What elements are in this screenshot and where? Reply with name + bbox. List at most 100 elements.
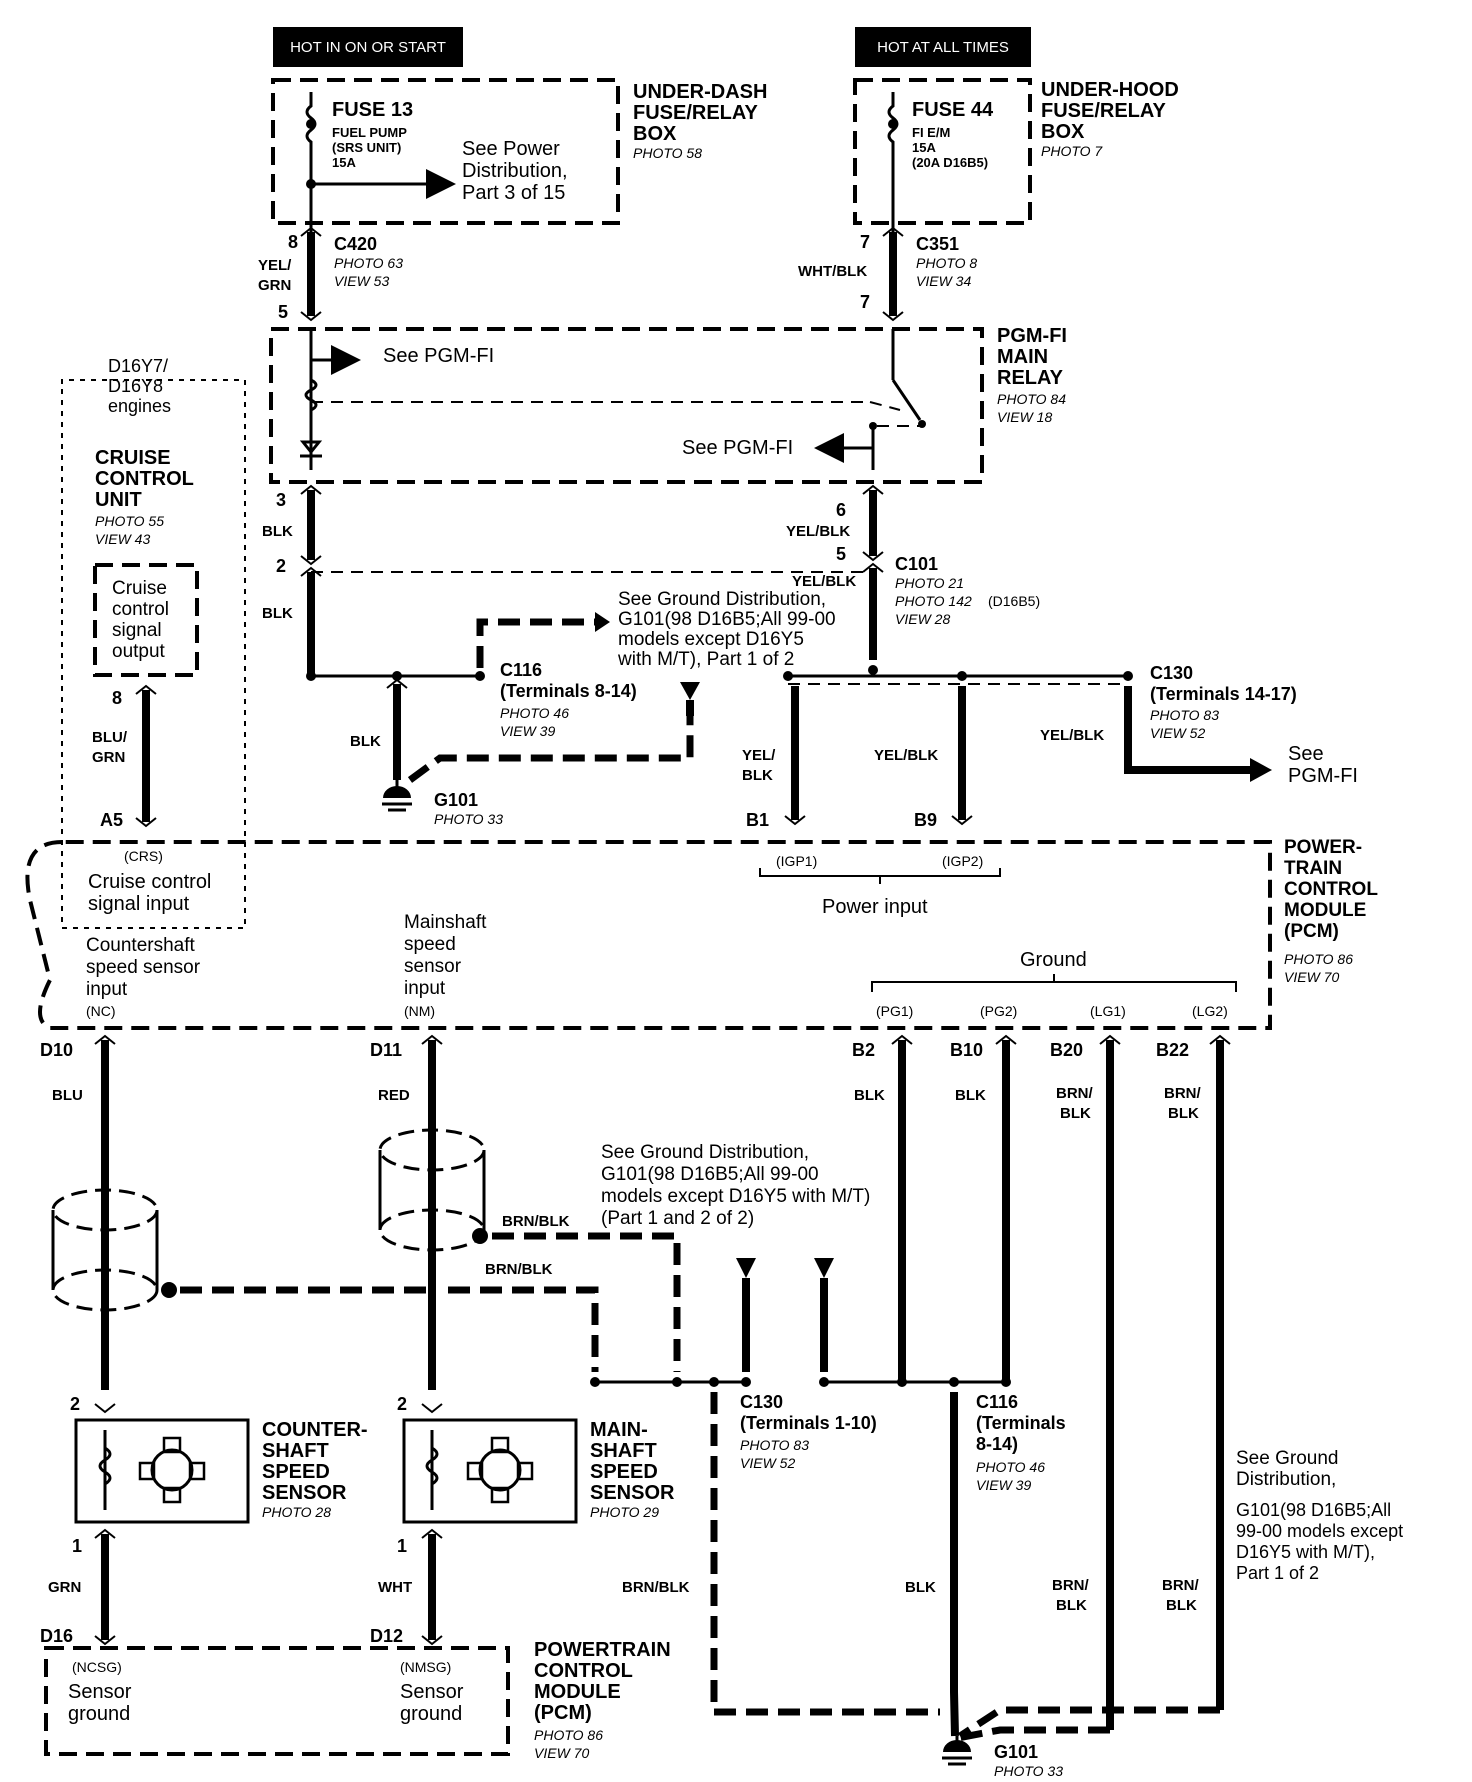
ncsg-label-1: Sensor bbox=[68, 1681, 132, 1703]
pcm-top-name-2: TRAIN bbox=[1284, 858, 1342, 879]
igp1-label: (IGP1) bbox=[776, 853, 817, 869]
c101-photo-2: PHOTO 142 bbox=[895, 593, 972, 609]
pcm-bottom-name-1: POWERTRAIN bbox=[534, 1639, 671, 1661]
b10-wire-color: BLK bbox=[955, 1087, 986, 1104]
ms-sensor-name-3: SPEED bbox=[590, 1461, 658, 1483]
c130-top-name: C130 bbox=[1150, 663, 1193, 683]
pcm-top-view: VIEW 70 bbox=[1284, 969, 1339, 985]
cruise-output-3: signal bbox=[112, 620, 162, 641]
cs-sensor-pin-bot: 1 bbox=[72, 1536, 82, 1556]
pcm-top-name-1: POWER- bbox=[1284, 837, 1362, 858]
b9-wire-color: YEL/BLK bbox=[874, 747, 938, 764]
ms-sensor-name-2: SHAFT bbox=[590, 1440, 657, 1462]
c116-top-view: VIEW 39 bbox=[500, 723, 555, 739]
ncsg-code: (NCSG) bbox=[72, 1659, 122, 1675]
pin-b2: B2 bbox=[852, 1040, 875, 1060]
ms-input-2: speed bbox=[404, 934, 456, 955]
cruise-output-box bbox=[93, 563, 199, 677]
c130-top-view: VIEW 52 bbox=[1150, 725, 1205, 741]
ground-note-mid-2: G101(98 D16B5;All 99-00 bbox=[601, 1164, 819, 1185]
d10-wire-color: BLU bbox=[52, 1087, 83, 1104]
b20-to-g101 bbox=[957, 1726, 1110, 1742]
ground-note-mid-4: (Part 1 and 2 of 2) bbox=[601, 1208, 754, 1229]
left-pin-2: 2 bbox=[276, 556, 286, 576]
cruise-crs: (CRS) bbox=[124, 848, 163, 864]
ground-note-right-4: 99-00 models except bbox=[1236, 1521, 1403, 1541]
c420-wire-color-2: GRN bbox=[258, 277, 291, 294]
c116-bot-terminals-2: 8-14) bbox=[976, 1434, 1018, 1454]
cruise-engines-3: engines bbox=[108, 396, 171, 416]
ground-note-right-5: D16Y5 with M/T), bbox=[1236, 1542, 1375, 1562]
nmsg-code: (NMSG) bbox=[400, 1659, 451, 1675]
pcm-bottom-view: VIEW 70 bbox=[534, 1745, 589, 1761]
cs-sensor-wire-color: GRN bbox=[48, 1579, 81, 1596]
c116-top-photo: PHOTO 46 bbox=[500, 705, 569, 721]
ground-note-right-1: See Ground bbox=[1236, 1448, 1338, 1469]
pcm-outline bbox=[25, 840, 1272, 1030]
hot-in-on-or-start-label: HOT IN ON OR START bbox=[290, 39, 446, 56]
pg2-code: (PG2) bbox=[980, 1003, 1017, 1019]
cs-input-code: (NC) bbox=[86, 1003, 116, 1019]
bottom-wire-4-1: BRN/ bbox=[1162, 1577, 1199, 1594]
ncsg-label-2: ground bbox=[68, 1703, 130, 1725]
ground-note-top-3: models except D16Y5 bbox=[618, 629, 804, 650]
underhood-photo: PHOTO 7 bbox=[1041, 143, 1103, 159]
cruise-pin-bot: A5 bbox=[100, 810, 123, 830]
c420-name: C420 bbox=[334, 234, 377, 254]
ground-label: Ground bbox=[1020, 949, 1087, 971]
underdash-name-1: UNDER-DASH bbox=[633, 81, 767, 103]
cruise-view: VIEW 43 bbox=[95, 531, 150, 547]
bottom-wire-blk: BLK bbox=[905, 1579, 936, 1596]
underdash-fuse-box bbox=[271, 78, 620, 225]
c116-bot-photo: PHOTO 46 bbox=[976, 1459, 1045, 1475]
pin-d10: D10 bbox=[40, 1040, 73, 1060]
brn-blk-to-g101 bbox=[710, 1392, 940, 1716]
c101-wire-5: YEL/BLK bbox=[792, 573, 856, 590]
bottom-wire-brn-blk: BRN/BLK bbox=[622, 1579, 690, 1596]
bottom-wire-3-2: BLK bbox=[1056, 1597, 1087, 1614]
cruise-input-2: signal input bbox=[88, 893, 190, 915]
pg1-code: (PG1) bbox=[876, 1003, 913, 1019]
c351-wire-color: WHT/BLK bbox=[798, 263, 867, 280]
power-dist-note-3: Part 3 of 15 bbox=[462, 182, 565, 204]
ms-input-4: input bbox=[404, 978, 446, 999]
cruise-name-1: CRUISE bbox=[95, 447, 171, 469]
ms-input-1: Mainshaft bbox=[404, 912, 487, 933]
c101-photo-2-note: (D16B5) bbox=[988, 593, 1040, 609]
cs-input-2: speed sensor bbox=[86, 957, 201, 978]
fuse-13-symbol bbox=[305, 92, 317, 232]
cruise-wire-color-1: BLU/ bbox=[92, 729, 128, 746]
pin-b9: B9 bbox=[914, 810, 937, 830]
blk-to-g101 bbox=[950, 1392, 959, 1737]
b22-wire-color-2: BLK bbox=[1168, 1105, 1199, 1122]
c130-top-see-1: See bbox=[1288, 743, 1324, 765]
pcm-bottom-box bbox=[44, 1646, 510, 1756]
pcm-top-name-4: MODULE bbox=[1284, 900, 1366, 921]
c116-bot-name: C116 bbox=[976, 1392, 1018, 1412]
ms-sensor-name-4: SENSOR bbox=[590, 1482, 675, 1504]
pgm-fi-main-relay-box bbox=[269, 327, 984, 484]
g101-top-name: G101 bbox=[434, 790, 478, 810]
fuse-44-desc-1: FI E/M bbox=[912, 125, 950, 140]
mainshaft-speed-sensor bbox=[402, 1418, 578, 1524]
c116-top-terminals: (Terminals 8-14) bbox=[500, 681, 637, 701]
g101-bottom-photo: PHOTO 33 bbox=[994, 1763, 1063, 1779]
c130-top-see-2: PGM-FI bbox=[1288, 765, 1358, 787]
ms-sensor-photo: PHOTO 29 bbox=[590, 1504, 659, 1520]
cruise-name-2: CONTROL bbox=[95, 468, 194, 490]
nmsg-label-2: ground bbox=[400, 1703, 462, 1725]
underdash-name-2: FUSE/RELAY bbox=[633, 102, 759, 124]
c351-photo: PHOTO 8 bbox=[916, 255, 977, 271]
g101-bottom-ground-icon bbox=[942, 1736, 972, 1766]
b1-wire-color-1: YEL/ bbox=[742, 747, 776, 764]
c116-bot-view: VIEW 39 bbox=[976, 1477, 1031, 1493]
c130-top-wire-color: YEL/BLK bbox=[1040, 727, 1104, 744]
c130-bot-photo: PHOTO 83 bbox=[740, 1437, 809, 1453]
cruise-name-3: UNIT bbox=[95, 489, 142, 511]
cs-input-1: Countershaft bbox=[86, 935, 196, 956]
pin-b1: B1 bbox=[746, 810, 769, 830]
ground-note-mid-3: models except D16Y5 with M/T) bbox=[601, 1186, 870, 1207]
relay-see-pgm-fi-1: See PGM-FI bbox=[383, 345, 494, 367]
c420-wire-color-1: YEL/ bbox=[258, 257, 292, 274]
